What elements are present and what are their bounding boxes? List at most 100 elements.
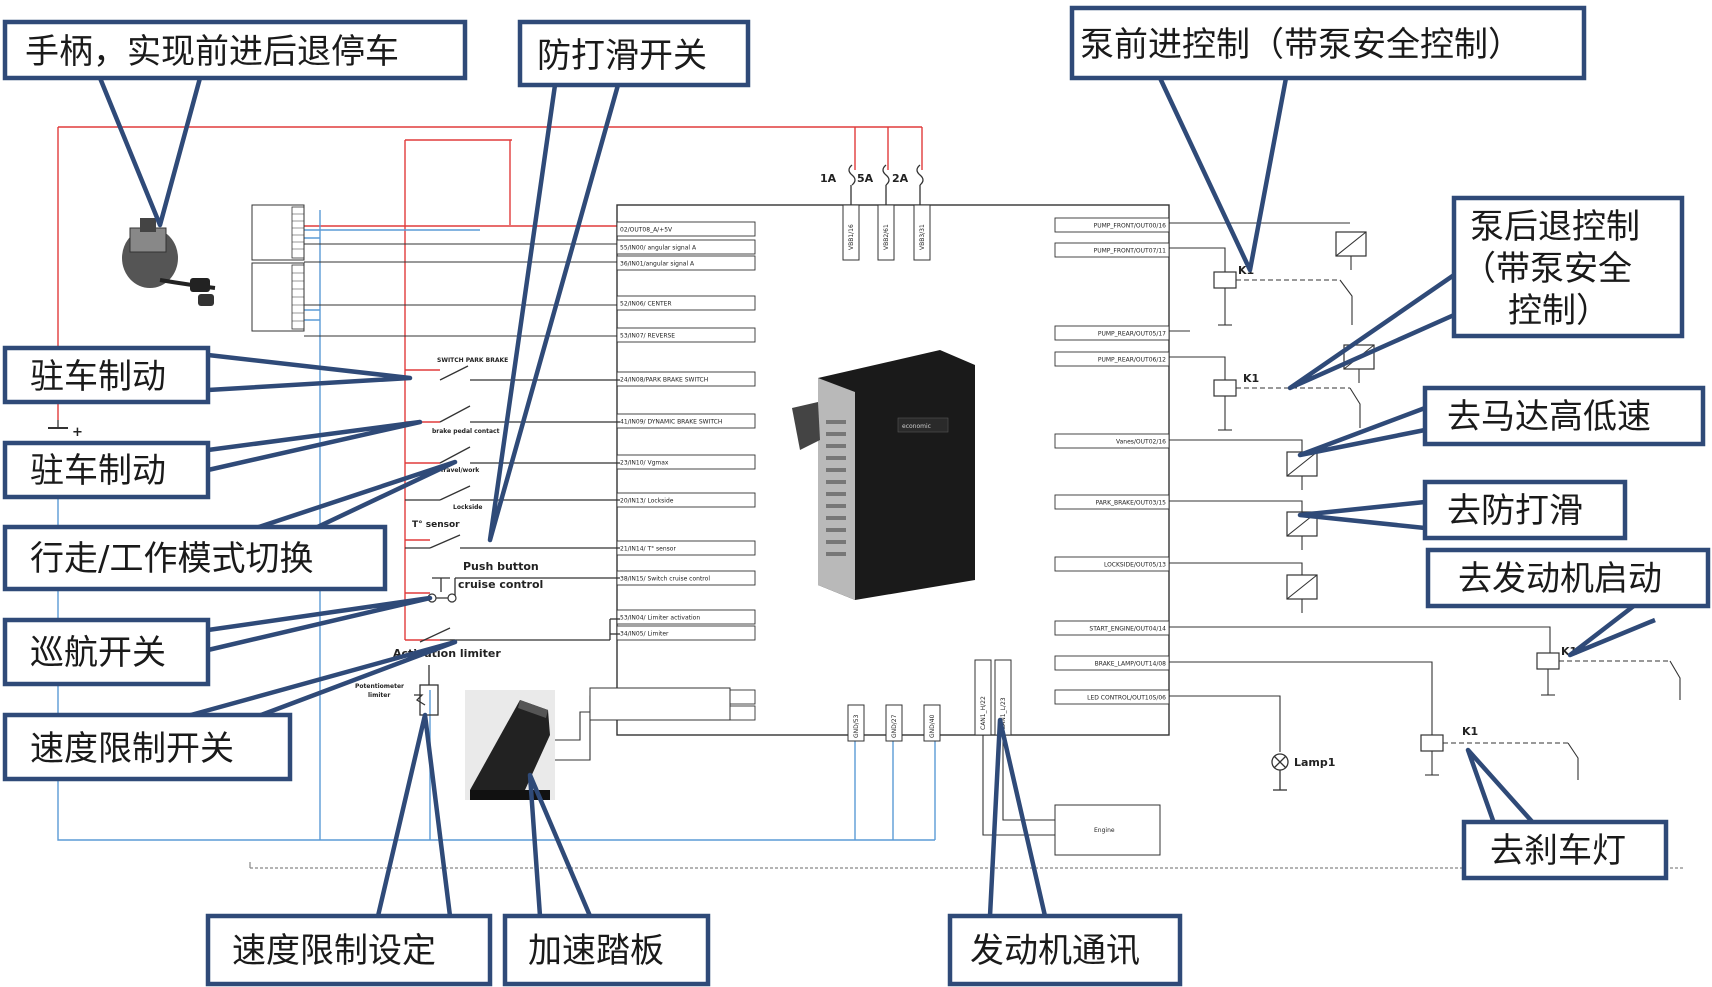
input-switches: [405, 365, 620, 716]
right-pin-label: PUMP_REAR/OUT06/12: [1098, 357, 1166, 364]
callout-accelerator-pedal: 加速踏板: [528, 931, 664, 971]
label-brake-pedal-contact: brake pedal contact: [432, 428, 500, 435]
relay-coil-diagonals: [1286, 231, 1375, 600]
engine-label: Engine: [1094, 827, 1115, 834]
left-pin-box: [616, 295, 756, 311]
lamp-symbol: [1271, 753, 1289, 791]
left-pin-label: 55/IN00/ angular signal A: [620, 245, 697, 252]
label-switch-park-brake: SWITCH PARK BRAKE: [437, 357, 508, 364]
vbat-pins: VBB1/16 VBB2/61 VBB3/31: [842, 204, 931, 261]
label-potentiometer: Potentiometer: [355, 683, 404, 690]
callout-box-speed-limit-switch: [2, 712, 293, 782]
can-pins: CAN1_H/22 CAN1_L/23: [974, 659, 1055, 836]
left-pin-box: [616, 371, 756, 387]
callout-pointers: [97, 77, 1656, 917]
left-pin-box: [616, 609, 756, 625]
callout-boxes: [2, 5, 1711, 987]
callout-travel-work-mode: 行走/工作模式切换: [30, 539, 313, 579]
left-pin-box: [616, 239, 756, 255]
left-pin-label: 21/IN14/ T° sensor: [620, 546, 676, 553]
left-pin-box: [616, 327, 756, 343]
callout-box-pump-forward: [1069, 5, 1587, 81]
right-pin-label: PUMP_REAR/OUT05/17: [1098, 331, 1166, 338]
accelerator-pin-box: [589, 687, 731, 721]
label-cruise-control: cruise control: [458, 578, 543, 591]
left-pin-label: 23/IN10/ Vgmax: [620, 460, 669, 467]
left-pin-label: 41/IN09/ DYNAMIC BRAKE SWITCH: [620, 419, 722, 426]
controller-device-image: economic: [792, 350, 975, 600]
left-pin-label: 20/IN13/ Lockside: [620, 498, 674, 505]
right-pin-box: [1054, 556, 1170, 572]
right-pin-label: BRAKE_LAMP/OUT14/08: [1095, 661, 1167, 668]
accelerator-pedal-image: [465, 690, 555, 800]
label-travel-work: Travel/work: [440, 467, 480, 474]
left-pin-label: 24/IN08/PARK BRAKE SWITCH: [620, 377, 708, 384]
callout-box-engine-comm: [947, 913, 1183, 987]
vbat-pin-2: VBB2/61: [883, 224, 890, 250]
callout-motor-speed: 去马达高低速: [1447, 397, 1651, 437]
callout-box-anti-slip-switch: [517, 19, 751, 88]
callout-pump-forward: 泵前进控制（带泵安全控制）: [1080, 25, 1522, 65]
right-pin-box: [1054, 689, 1170, 705]
label-limiter: limiter: [368, 692, 390, 699]
right-pin-box: [1054, 325, 1170, 341]
callout-speed-limit-setting: 速度限制设定: [232, 931, 436, 971]
callout-box-parking-brake-1: [2, 345, 211, 405]
callout-engine-start: 去发动机启动: [1458, 559, 1662, 599]
right-pin-box: [1054, 217, 1170, 233]
callout-box-brake-lamp: [1461, 819, 1669, 881]
left-pin-label: 34/IN05/ Limiter: [620, 631, 669, 638]
engine-box: [1054, 804, 1161, 856]
controller-brand: economic: [902, 423, 931, 430]
callout-parking-brake-1: 驻车制动: [30, 357, 166, 397]
right-pin-label: PUMP_FRONT/OUT07/11: [1094, 248, 1167, 255]
callout-pump-reverse-line3: 控制）: [1508, 291, 1610, 331]
callout-brake-lamp: 去刹车灯: [1490, 831, 1626, 871]
callout-box-travel-work-mode: [2, 524, 388, 592]
left-pin-box: [616, 413, 756, 429]
left-pin-label: 53/IN04/ Limiter activation: [620, 615, 700, 622]
gnd-pin-1: GND/53: [853, 714, 860, 738]
callout-pump-reverse-line2: （带泵安全: [1462, 249, 1632, 289]
callout-engine-comm: 发动机通讯: [970, 931, 1140, 971]
left-pin-box: [616, 255, 756, 271]
right-pin-label: PARK_BRAKE/OUT03/15: [1096, 500, 1167, 507]
vbat-pin-3: VBB3/31: [919, 224, 926, 250]
can-pin-h: CAN1_H/22: [980, 696, 987, 730]
signal-wires: [304, 243, 620, 337]
left-pin-label: 53/IN07/ REVERSE: [620, 333, 675, 340]
handle-image: [122, 218, 216, 306]
callout-box-accelerator-pedal: [502, 913, 711, 987]
output-wires: [1169, 222, 1551, 752]
fuse-label-2: 5A: [857, 172, 874, 185]
left-pin-label: 02/OUT08_A/+5V: [620, 227, 673, 234]
left-pin-label: 36/IN01/angular signal A: [620, 261, 695, 268]
can-pin-l: CAN1_L/23: [1000, 697, 1007, 730]
right-pin-label: PUMP_FRONT/OUT00/16: [1094, 223, 1167, 230]
callout-handle: 手柄，实现前进后退停车: [25, 32, 399, 72]
cruise-contact-right: [447, 593, 457, 603]
handle-connector: [251, 204, 305, 332]
callout-box-handle: [2, 19, 468, 81]
left-pin-box: [616, 221, 756, 237]
callout-labels: 手柄，实现前进后退停车 防打滑开关 泵前进控制（带泵安全控制） 泵后退控制 （带…: [25, 25, 1662, 971]
right-pin-box: [1054, 351, 1170, 367]
left-pin-box: [616, 454, 756, 470]
callout-box-engine-start: [1425, 547, 1711, 609]
callout-parking-brake-2: 驻车制动: [30, 451, 166, 491]
callout-to-anti-slip: 去防打滑: [1447, 491, 1583, 531]
right-pin-box: [1054, 655, 1170, 671]
callout-box-parking-brake-2: [2, 440, 211, 500]
callout-speed-limit-switch: 速度限制开关: [30, 729, 234, 769]
relay-k1-label-4: K1: [1462, 725, 1478, 738]
relay-k1-label-2: K1: [1243, 372, 1259, 385]
right-pin-label: START_ENGINE/OUT04/14: [1089, 626, 1166, 633]
battery-symbol: [42, 420, 74, 446]
relay-ground-stubs: [1218, 256, 1555, 776]
lamp-label: Lamp1: [1294, 756, 1335, 769]
left-pin-label: 52/IN06/ CENTER: [620, 301, 672, 308]
right-pin-label: Vanes/OUT02/16: [1116, 439, 1166, 446]
fuse-label-1: 1A: [820, 172, 837, 185]
callout-box-cruise-switch: [2, 617, 211, 687]
